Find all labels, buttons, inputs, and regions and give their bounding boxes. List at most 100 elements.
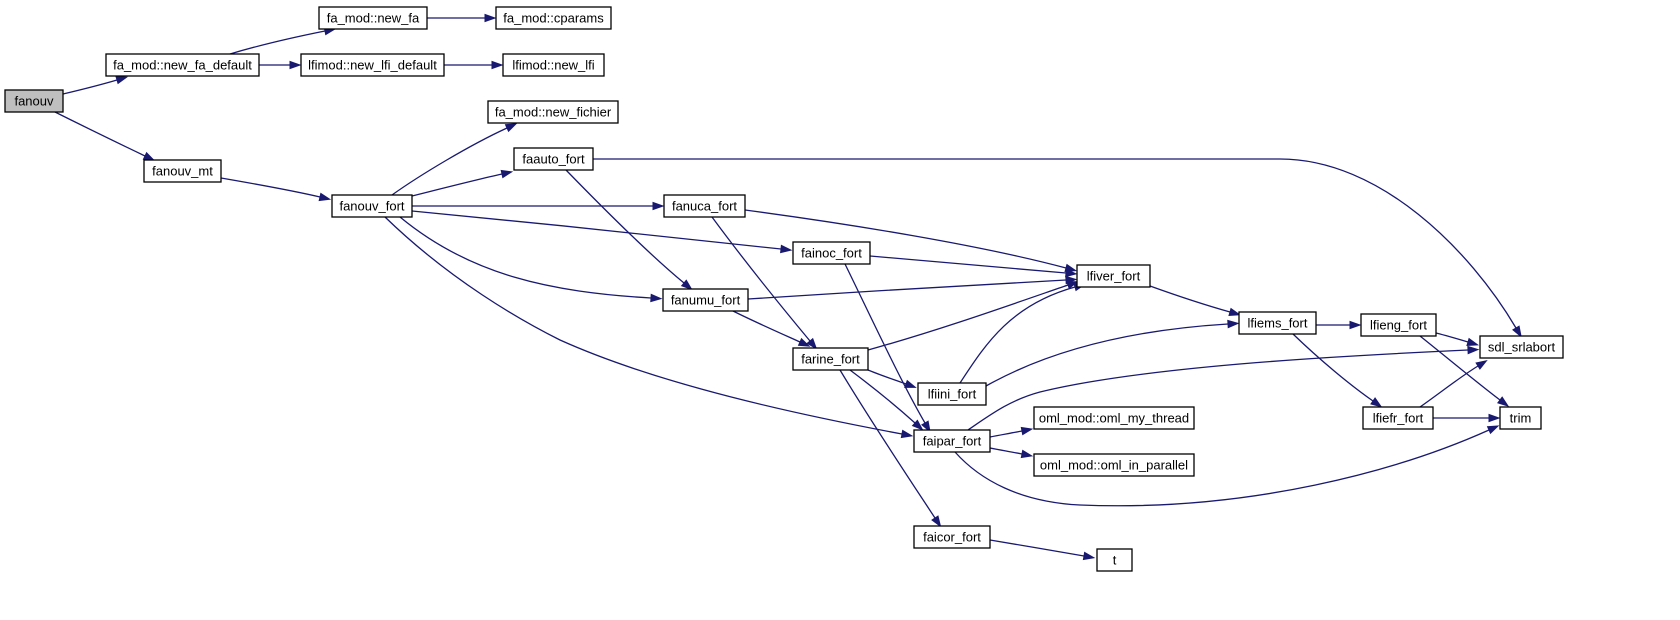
node-label: lfiini_fort — [928, 387, 977, 402]
node-oml-my-thread[interactable]: oml_mod::oml_my_thread — [1033, 406, 1195, 430]
edge-line — [1419, 335, 1501, 401]
arrowhead — [1466, 337, 1479, 346]
edge-line — [411, 210, 782, 250]
node-fanouv[interactable]: fanouv — [4, 89, 64, 113]
node-lfiefr-fort[interactable]: lfiefr_fort — [1362, 406, 1434, 430]
node-label: oml_mod::oml_my_thread — [1039, 411, 1189, 426]
edge-fanouv-to-new_fa_default — [62, 76, 129, 95]
edge-farine_fort-to-lfiver_fort — [867, 281, 1079, 351]
node-faauto-fort[interactable]: faauto_fort — [513, 147, 594, 171]
node-new-fa-default[interactable]: fa_mod::new_fa_default — [105, 53, 260, 77]
node-label: fanouv_mt — [152, 164, 213, 179]
arrowhead — [797, 337, 811, 347]
node-oml-in-parallel[interactable]: oml_mod::oml_in_parallel — [1033, 453, 1195, 477]
arrowhead — [1370, 397, 1383, 408]
edge-line — [849, 369, 916, 424]
edge-lfiini_fort-to-lfiems_fort — [985, 319, 1240, 387]
node-box — [1033, 406, 1195, 430]
node-faipar-fort[interactable]: faipar_fort — [913, 429, 991, 453]
edge-faipar_fort-to-sdl_srlabort — [967, 345, 1480, 431]
node-fanumu-fort[interactable]: fanumu_fort — [662, 288, 749, 312]
edge-faauto_fort-to-sdl_srlabort — [593, 158, 1522, 338]
edge-farine_fort-to-faipar_fort — [849, 369, 924, 431]
node-label: faipar_fort — [923, 434, 982, 449]
arrowhead — [911, 419, 924, 431]
edge-line — [391, 127, 508, 196]
edge-fanumu_fort-to-lfiver_fort — [747, 275, 1078, 300]
node-new-lfi[interactable]: lfimod::new_lfi — [502, 53, 605, 77]
node-fanuca-fort[interactable]: fanuca_fort — [663, 194, 746, 218]
edge-line — [1419, 365, 1479, 408]
node-label: fanumu_fort — [671, 293, 741, 308]
edge-lfiems_fort-to-lfieng_fort — [1315, 320, 1362, 330]
node-box — [913, 525, 991, 549]
edge-faipar_fort-to-oml_my_thread — [989, 426, 1034, 438]
edge-new_fa-to-cparams — [427, 13, 497, 23]
node-sdl-srlabort[interactable]: sdl_srlabort — [1479, 335, 1564, 359]
edge-farine_fort-to-faicor_fort — [839, 369, 942, 528]
node-label: lfimod::new_lfi_default — [308, 58, 437, 73]
edge-line — [54, 111, 146, 157]
arrowhead — [931, 515, 942, 528]
arrowhead — [1020, 449, 1034, 459]
edge-line — [989, 430, 1023, 438]
edge-line — [744, 209, 1067, 269]
edge-line — [1149, 285, 1231, 313]
edge-line — [844, 263, 926, 424]
node-box — [1479, 335, 1564, 359]
arrowhead — [289, 60, 302, 70]
arrowhead — [1227, 319, 1240, 329]
node-lfieng-fort[interactable]: lfieng_fort — [1360, 313, 1437, 337]
node-label: fanuca_fort — [672, 199, 737, 214]
arrowhead — [1488, 413, 1501, 423]
edge-lfiems_fort-to-lfiefr_fort — [1292, 333, 1383, 408]
node-fainoc-fort[interactable]: fainoc_fort — [792, 241, 871, 265]
node-label: fanouv — [14, 94, 54, 109]
arrowhead — [1065, 268, 1078, 278]
arrowhead — [680, 279, 693, 291]
arrowhead — [904, 379, 917, 388]
node-label: lfiefr_fort — [1373, 411, 1424, 426]
node-new-lfi-default[interactable]: lfimod::new_lfi_default — [300, 53, 445, 77]
node-trim[interactable]: trim — [1499, 406, 1542, 430]
node-cparams[interactable]: fa_mod::cparams — [495, 6, 612, 30]
edge-new_fa_default-to-new_fa — [229, 26, 337, 55]
node-box — [513, 147, 594, 171]
node-lfiini-fort[interactable]: lfiini_fort — [917, 382, 987, 406]
node-new-fa[interactable]: fa_mod::new_fa — [318, 6, 428, 30]
node-box — [487, 100, 619, 124]
node-lfiver-fort[interactable]: lfiver_fort — [1076, 264, 1151, 288]
edge-lfieng_fort-to-sdl_srlabort — [1435, 332, 1479, 346]
arrowhead — [1475, 359, 1488, 370]
node-fanouv-mt[interactable]: fanouv_mt — [143, 159, 222, 183]
edge-faauto_fort-to-fanumu_fort — [565, 169, 693, 291]
edge-faipar_fort-to-oml_in_parallel — [989, 447, 1034, 459]
edge-line — [959, 286, 1076, 384]
node-t[interactable]: t — [1096, 548, 1133, 572]
node-faicor-fort[interactable]: faicor_fort — [913, 525, 991, 549]
edge-fanouv_fort-to-fanumu_fort — [399, 216, 663, 303]
node-label: fainoc_fort — [801, 246, 862, 261]
edge-fanouv_fort-to-fainoc_fort — [411, 210, 793, 254]
node-fanouv-fort[interactable]: fanouv_fort — [331, 194, 413, 218]
edge-line — [1292, 333, 1374, 402]
node-farine-fort[interactable]: farine_fort — [792, 347, 869, 371]
edge-line — [593, 158, 1517, 329]
node-lfiems-fort[interactable]: lfiems_fort — [1238, 311, 1317, 335]
node-box — [1238, 311, 1317, 335]
arrowhead — [1486, 425, 1500, 435]
edge-line — [62, 79, 118, 95]
node-label: farine_fort — [801, 352, 860, 367]
node-box — [318, 6, 428, 30]
node-box — [331, 194, 413, 218]
edge-fanumu_fort-to-farine_fort — [732, 310, 811, 347]
edge-fanouv_fort-to-fanuca_fort — [412, 201, 665, 211]
node-label: lfimod::new_lfi — [512, 58, 594, 73]
arrowhead — [900, 429, 914, 439]
edge-farine_fort-to-lfiini_fort — [867, 369, 917, 388]
node-label: fa_mod::new_fichier — [495, 105, 612, 120]
node-new-fichier[interactable]: fa_mod::new_fichier — [487, 100, 619, 124]
arrowhead — [1020, 426, 1034, 436]
edge-line — [399, 216, 652, 299]
node-label: lfieng_fort — [1370, 318, 1427, 333]
